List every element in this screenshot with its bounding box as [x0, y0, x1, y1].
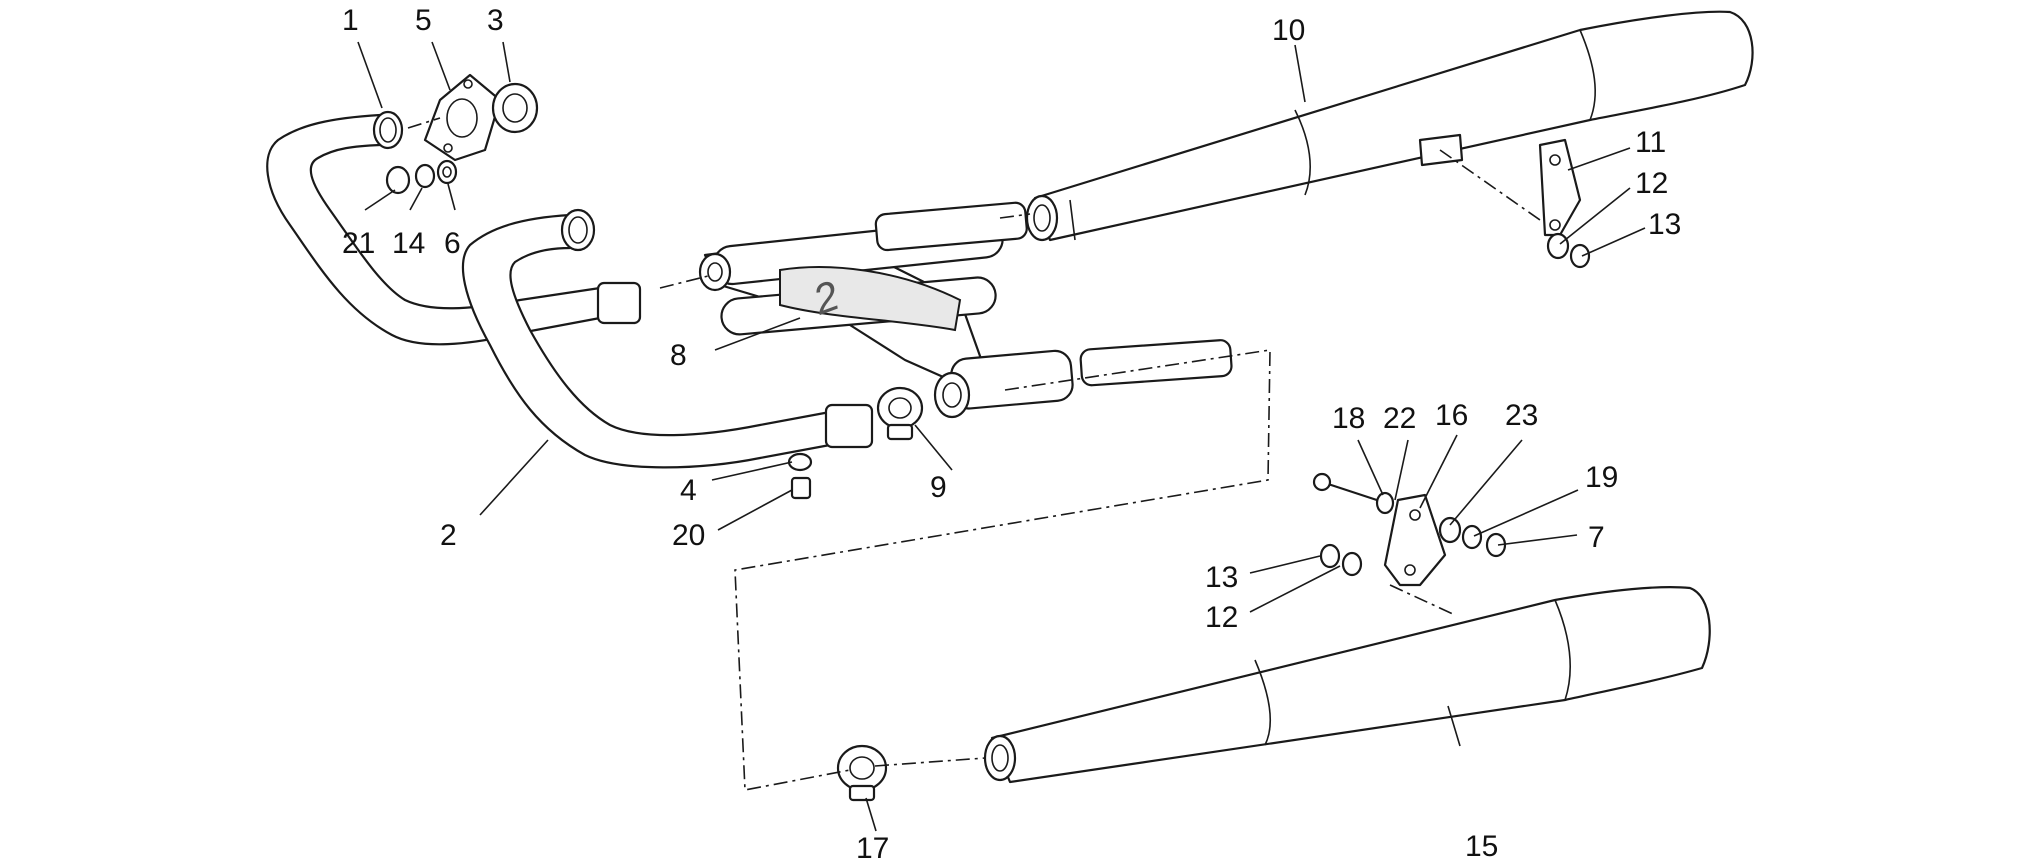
callout-13a: 13: [1648, 208, 1681, 241]
callout-9: 9: [930, 471, 947, 504]
clamp-17: [836, 744, 888, 802]
leader-lines: [357, 41, 1646, 832]
callout-5: 5: [415, 4, 432, 37]
washer-nut-set: [385, 159, 458, 195]
flange-5: [423, 73, 502, 162]
gasket-3: [491, 82, 539, 134]
assembly-lines: [407, 117, 1541, 791]
callout-2: 2: [440, 519, 457, 552]
callout-14: 14: [392, 227, 425, 260]
callout-12a: 12: [1635, 167, 1668, 200]
callout-12b: 12: [1205, 601, 1238, 634]
clamp-9: [876, 386, 924, 441]
bracket-11: [1418, 133, 1591, 269]
callout-19: 19: [1585, 461, 1618, 494]
callout-11: 11: [1635, 126, 1666, 159]
header-pipe-2: [461, 208, 874, 469]
callout-16: 16: [1435, 399, 1468, 432]
callout-10: 10: [1272, 14, 1305, 47]
callout-20: 20: [672, 519, 705, 552]
callout-1: 1: [342, 4, 359, 37]
callout-labels: 1 2 3 4 5 6 7 8 9 10 11 12 13 14 15 16 1…: [342, 4, 1681, 860]
callout-7: 7: [1588, 521, 1605, 554]
lower-bracket-assembly: [1312, 472, 1507, 587]
callout-4: 4: [680, 474, 697, 507]
callout-3: 3: [487, 4, 504, 37]
callout-18: 18: [1332, 402, 1365, 435]
callout-8: 8: [670, 339, 687, 372]
callout-23: 23: [1505, 399, 1538, 432]
bolt-4-nut-20: [787, 452, 813, 500]
callout-22: 22: [1383, 402, 1416, 435]
crossover-pipe-8: 2: [698, 201, 1233, 419]
callout-17: 17: [856, 832, 889, 860]
callout-6: 6: [444, 227, 461, 260]
callout-21: 21: [342, 227, 375, 260]
silencer-10: [1025, 10, 1754, 242]
silencer-15: [983, 586, 1711, 784]
callout-15: 15: [1465, 830, 1498, 860]
callout-13b: 13: [1205, 561, 1238, 594]
